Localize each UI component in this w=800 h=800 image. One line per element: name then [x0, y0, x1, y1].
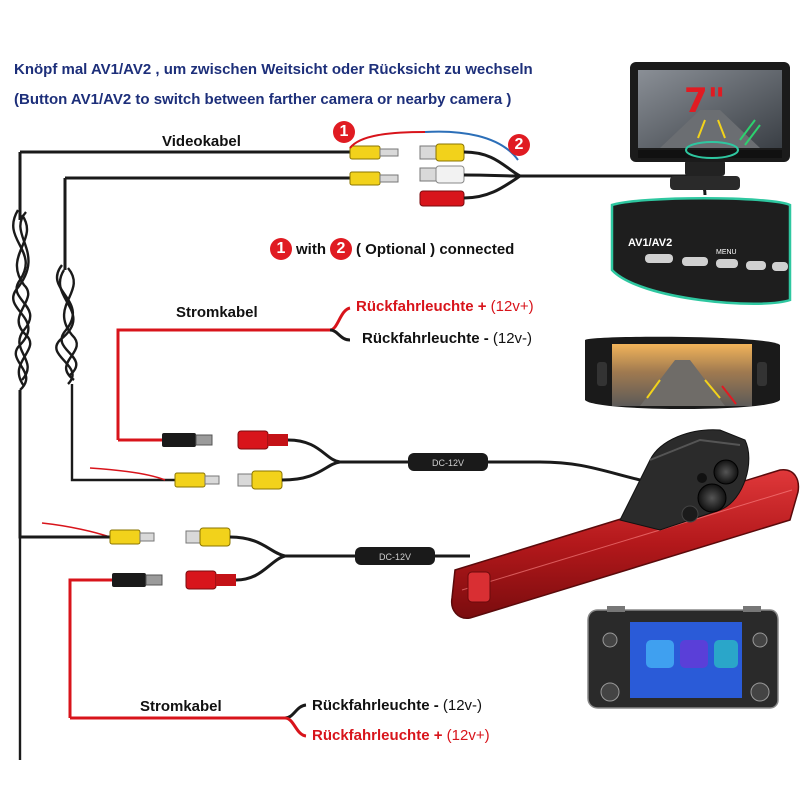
- badge-2: 2: [508, 134, 530, 156]
- power-cable-top: [116, 306, 351, 442]
- badge-1: 1: [333, 121, 355, 143]
- note-optional-text: ( Optional ) connected: [356, 240, 515, 258]
- dc-socket-red-monitor: [419, 190, 465, 207]
- top-plus-volt: (12v+): [490, 298, 534, 315]
- rca-plug-yellow-top-1: [349, 145, 399, 160]
- header-instruction-de: Knöpf mal AV1/AV2 , um zwischen Weitsich…: [14, 61, 533, 78]
- dc-socket-red-lower: [185, 570, 236, 590]
- lower-harness-merge: [229, 535, 470, 582]
- dc-plug-black-top: [162, 433, 213, 447]
- dc-plug-black-lower: [68, 573, 163, 718]
- top-plus-name: Rückfahrleuchte +: [356, 298, 487, 315]
- monitor-button-zoom: AV1/AV2 MENU: [610, 197, 792, 305]
- mirror-monitor: [585, 336, 780, 409]
- filter-bottom-label: DC-12V: [379, 552, 411, 562]
- rca-socket-yellow-lower: [185, 527, 231, 547]
- filter-top-label: DC-12V: [432, 458, 464, 468]
- av-button-label: AV1/AV2: [628, 237, 672, 249]
- top-minus-name: Rückfahrleuchte -: [362, 330, 489, 347]
- video-cable-main: [18, 150, 350, 270]
- top-minus-label: Rückfahrleuchte - (12v-): [362, 330, 532, 347]
- note-badge-1: 1: [270, 238, 292, 260]
- bottom-plus-label: Rückfahrleuchte + (12v+): [312, 727, 490, 744]
- upper-harness-merge: [281, 438, 641, 482]
- videokabel-label: Videokabel: [162, 133, 241, 150]
- monitor-size-label: 7": [684, 81, 725, 121]
- filter-top: DC-12V: [408, 453, 488, 471]
- note-with-text: with: [296, 240, 326, 258]
- menu-button-label: MENU: [716, 249, 737, 256]
- rca-socket-white-monitor: [419, 165, 465, 184]
- monitor-harness: [463, 150, 690, 200]
- bottom-plus-volt: (12v+): [446, 727, 490, 744]
- note-badge-2: 2: [330, 238, 352, 260]
- bottom-minus-name: Rückfahrleuchte -: [312, 697, 439, 714]
- av-button: [645, 254, 673, 263]
- optional-connection-note: 1 with 2 ( Optional ) connected: [270, 238, 514, 260]
- jumper-red-wire: [349, 131, 426, 149]
- rca-socket-yellow-monitor: [419, 143, 465, 162]
- rca-plug-yellow-upper: [89, 467, 220, 488]
- header-instruction-en: (Button AV1/AV2 to switch between farthe…: [14, 91, 512, 108]
- monitor-7inch: 7": [630, 62, 790, 196]
- dc-socket-red-top: [237, 430, 288, 450]
- coiled-cable-1: [12, 209, 32, 760]
- power-cable-bottom: [70, 703, 307, 738]
- bottom-plus-name: Rückfahrleuchte +: [312, 727, 443, 744]
- coiled-cable-2: [55, 264, 175, 482]
- top-minus-volt: (12v-): [492, 330, 533, 347]
- filter-bottom: DC-12V: [355, 547, 435, 565]
- bottom-minus-label: Rückfahrleuchte - (12v-): [312, 697, 482, 714]
- car-radio-head-unit: [587, 606, 779, 709]
- rca-plug-yellow-lower: [18, 480, 155, 545]
- bottom-minus-volt: (12v-): [442, 697, 483, 714]
- rca-socket-yellow-upper: [237, 470, 283, 490]
- brake-light-camera: [450, 429, 800, 619]
- rca-plug-yellow-top-2: [349, 171, 399, 186]
- stromkabel-bottom-label: Stromkabel: [140, 698, 222, 715]
- stromkabel-top-label: Stromkabel: [176, 304, 258, 321]
- top-plus-label: Rückfahrleuchte + (12v+): [356, 298, 534, 315]
